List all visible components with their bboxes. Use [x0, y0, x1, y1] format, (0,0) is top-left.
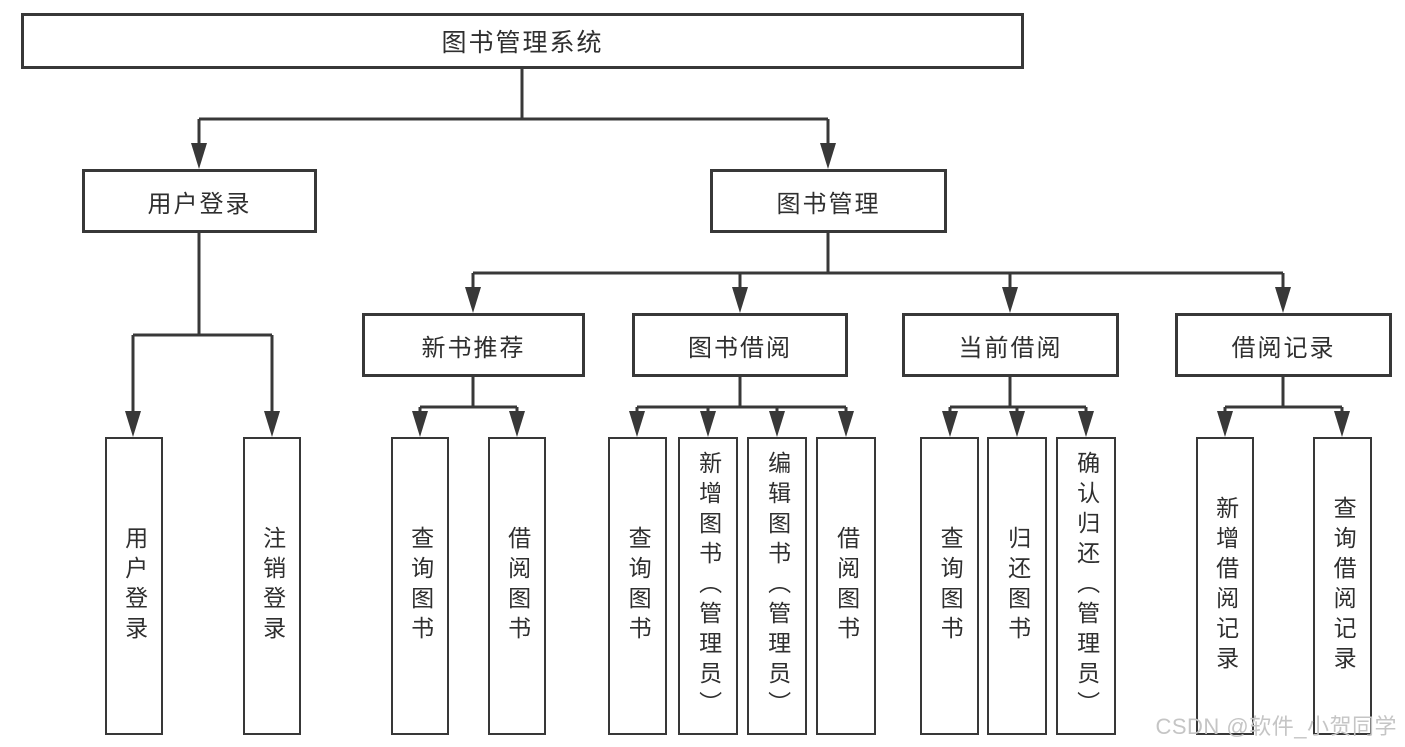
leaf-borrow-books-recommend: 借阅图书 [488, 437, 546, 735]
leaf-logout: 注销登录 [243, 437, 301, 735]
leaf-query-books-current: 查询图书 [920, 437, 979, 735]
leaf-label: 查询图书 [407, 526, 434, 646]
node-label: 借阅记录 [1231, 334, 1336, 362]
leaf-borrow-books: 借阅图书 [816, 437, 876, 735]
node-new-book-recommend: 新书推荐 [362, 313, 585, 377]
leaf-query-books-borrow: 查询图书 [608, 437, 667, 735]
leaf-label: 注销登录 [259, 526, 286, 646]
node-library-management-system: 图书管理系统 [21, 13, 1024, 69]
node-book-management: 图书管理 [710, 169, 947, 233]
node-label: 用户登录 [147, 190, 252, 218]
leaf-label: 借阅图书 [833, 526, 860, 646]
leaf-label: 新增借阅记录 [1212, 496, 1239, 676]
leaf-user-login: 用户登录 [105, 437, 163, 735]
node-label: 当前借阅 [958, 334, 1063, 362]
leaf-label: 借阅图书 [504, 526, 531, 646]
node-borrow-record: 借阅记录 [1175, 313, 1392, 377]
node-label: 图书管理系统 [441, 29, 604, 57]
leaf-confirm-return-admin: 确认归还（管理员） [1056, 437, 1116, 735]
leaf-label: 确认归还（管理员） [1073, 451, 1100, 721]
leaf-label: 编辑图书（管理员） [764, 451, 791, 721]
node-label: 图书管理 [776, 190, 881, 218]
leaf-label: 新增图书（管理员） [695, 451, 722, 721]
arrowheads [125, 143, 1350, 437]
node-current-borrow: 当前借阅 [902, 313, 1119, 377]
leaf-add-book-admin: 新增图书（管理员） [678, 437, 738, 735]
leaf-edit-book-admin: 编辑图书（管理员） [747, 437, 807, 735]
node-user-login: 用户登录 [82, 169, 317, 233]
leaf-return-book: 归还图书 [987, 437, 1047, 735]
node-book-borrow: 图书借阅 [632, 313, 848, 377]
leaf-add-borrow-record: 新增借阅记录 [1196, 437, 1254, 735]
leaf-label: 用户登录 [121, 526, 148, 646]
leaf-label: 查询图书 [625, 526, 652, 646]
leaf-label: 归还图书 [1004, 526, 1031, 646]
leaf-label: 查询图书 [937, 526, 964, 646]
leaf-query-books-recommend: 查询图书 [391, 437, 449, 735]
csdn-watermark: CSDN @软件_小贺同学 [1155, 714, 1397, 739]
node-label: 新书推荐 [421, 334, 526, 362]
node-label: 图书借阅 [688, 334, 792, 362]
leaf-label: 查询借阅记录 [1330, 496, 1357, 676]
leaf-query-borrow-record: 查询借阅记录 [1313, 437, 1372, 735]
